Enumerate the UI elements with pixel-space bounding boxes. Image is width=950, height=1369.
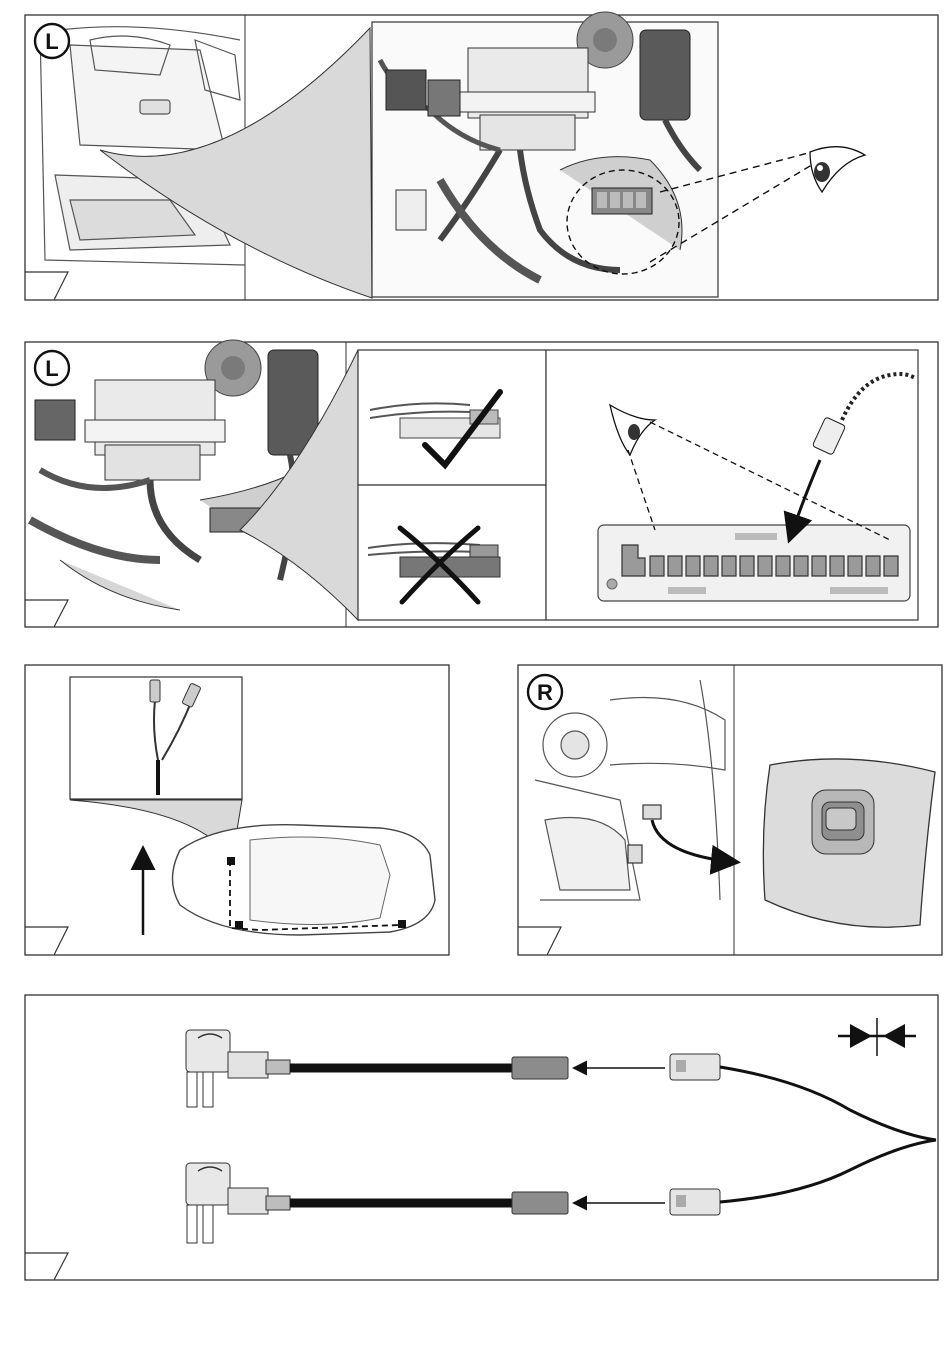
car-top-view bbox=[173, 825, 436, 935]
panel-2: L bbox=[25, 340, 938, 627]
side-badge-left: L bbox=[35, 351, 69, 385]
side-badge-label: R bbox=[537, 680, 553, 705]
panel-4: R bbox=[518, 665, 942, 955]
side-badge-label: L bbox=[45, 29, 58, 54]
side-badge-label: L bbox=[45, 356, 58, 381]
connector-icon bbox=[512, 1192, 568, 1214]
side-badge-left: L bbox=[35, 24, 69, 58]
panel-1: L bbox=[25, 12, 938, 300]
panel-3 bbox=[25, 665, 449, 955]
side-badge-right: R bbox=[528, 675, 562, 709]
connector-icon bbox=[512, 1057, 568, 1079]
socket-close-up bbox=[763, 759, 935, 927]
panel-5 bbox=[25, 995, 938, 1280]
